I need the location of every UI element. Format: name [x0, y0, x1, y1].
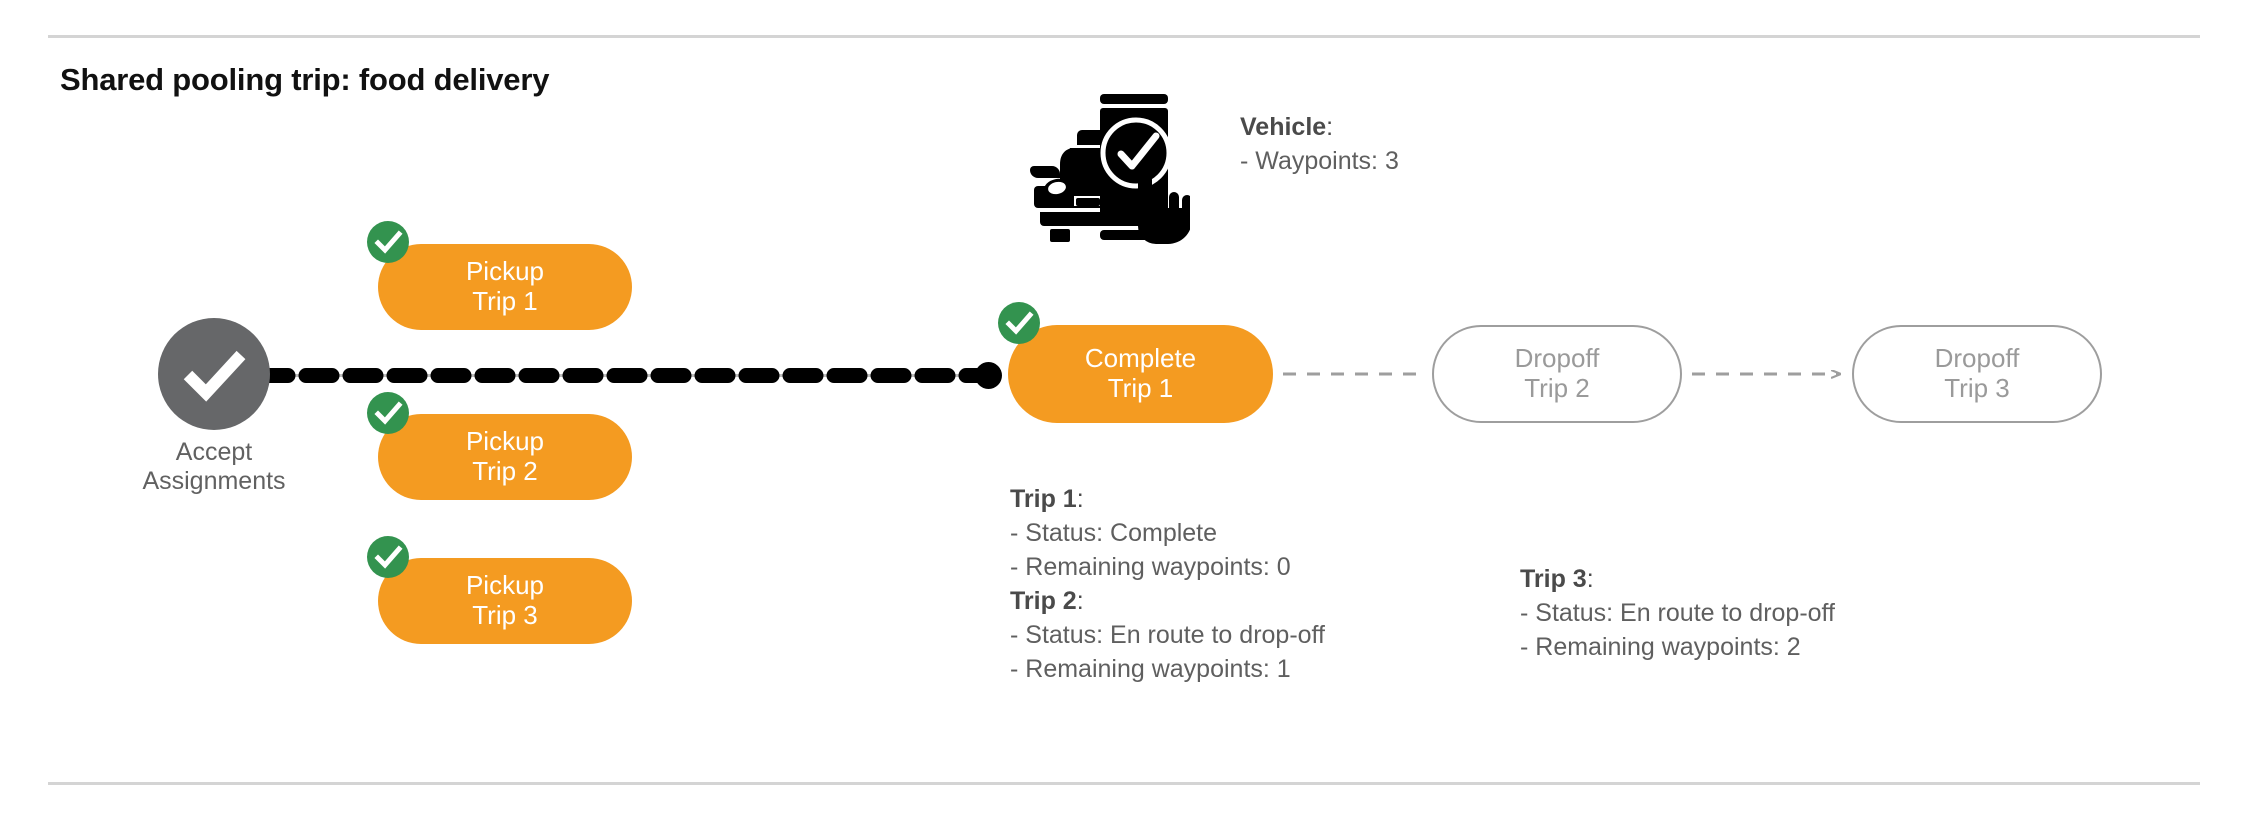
dropoff-trip-3-node[interactable]: Dropoff Trip 3 — [1852, 325, 2102, 423]
trip-2-heading: Trip 2: — [1010, 584, 1325, 618]
check-badge-pickup-3-icon — [367, 536, 409, 578]
trip-3-waypoints-line: - Remaining waypoints: 2 — [1520, 633, 1801, 661]
top-divider — [48, 35, 2200, 38]
trip-1-status-line: - Status: Complete — [1010, 519, 1218, 547]
bottom-divider — [48, 782, 2200, 785]
check-circle-icon — [158, 318, 270, 430]
trip-1-heading-colon: : — [1076, 485, 1084, 513]
trip-3-status-line: - Status: En route to drop-off — [1520, 599, 1835, 627]
complete-trip-1-line1: Complete — [1084, 343, 1197, 374]
pickup-trip-3-node[interactable]: Pickup Trip 3 — [378, 558, 632, 644]
dropoff-trip-2-line1: Dropoff — [1514, 343, 1600, 374]
trip-1-waypoints-line: - Remaining waypoints: 0 — [1010, 553, 1291, 581]
vehicle-waypoints-line: - Waypoints: 3 — [1240, 147, 1399, 175]
dropoff-trip-3-line2: Trip 3 — [1944, 373, 2010, 403]
dropoff-trip-2-node[interactable]: Dropoff Trip 2 — [1432, 325, 1682, 423]
pickup-trip-3-line1: Pickup — [465, 570, 545, 601]
accept-label-line2: Assignments — [142, 466, 286, 495]
pickup-trip-2-line2: Trip 2 — [472, 456, 538, 486]
pickup-trip-1-node[interactable]: Pickup Trip 1 — [378, 244, 632, 330]
trip-3-heading: Trip 3: — [1520, 562, 1835, 596]
vehicle-info-block: Vehicle: - Waypoints: 3 — [1240, 110, 1399, 178]
dropoff-trip-2-line2: Trip 2 — [1524, 373, 1590, 403]
trip-3-heading-text: Trip 3 — [1520, 565, 1587, 593]
trip-1-heading-text: Trip 1 — [1010, 485, 1077, 513]
vehicle-info-heading: Vehicle: — [1240, 110, 1399, 144]
dropoff-trip-3-line1: Dropoff — [1934, 343, 2020, 374]
check-badge-pickup-2-icon — [367, 392, 409, 434]
pickup-trip-1-line1: Pickup — [465, 256, 545, 287]
complete-trip-1-line2: Trip 1 — [1107, 373, 1174, 403]
pickup-trip-2-line1: Pickup — [465, 426, 545, 457]
pickup-trip-2-node[interactable]: Pickup Trip 2 — [378, 414, 632, 500]
check-badge-complete-1-icon — [998, 302, 1040, 344]
vehicle-heading-colon: : — [1326, 113, 1334, 141]
accept-assignments-node[interactable]: Accept Assignments — [142, 318, 286, 495]
car-phone-check-icon — [1030, 86, 1190, 244]
trip-2-status-line: - Status: En route to drop-off — [1010, 621, 1325, 649]
trip-2-waypoints-line: - Remaining waypoints: 1 — [1010, 655, 1291, 683]
vehicle-heading-text: Vehicle — [1240, 113, 1327, 141]
accept-assignments-label: Accept Assignments — [106, 438, 322, 495]
trip-2-heading-colon: : — [1076, 587, 1084, 615]
accept-label-line1: Accept — [175, 438, 253, 466]
page-title: Shared pooling trip: food delivery — [60, 62, 550, 97]
trip-3-heading-colon: : — [1586, 565, 1594, 593]
complete-trip-1-node[interactable]: Complete Trip 1 — [1008, 325, 1273, 423]
trip-details-right-block: Trip 3: - Status: En route to drop-off -… — [1520, 562, 1835, 664]
trip-1-heading: Trip 1: — [1010, 482, 1325, 516]
pickup-trip-3-line2: Trip 3 — [472, 600, 538, 630]
trip-2-heading-text: Trip 2 — [1010, 587, 1077, 615]
trip-details-left-block: Trip 1: - Status: Complete - Remaining w… — [1010, 482, 1325, 686]
check-badge-pickup-1-icon — [367, 221, 409, 263]
route-terminal-dot — [975, 362, 1002, 389]
pickup-trip-1-line2: Trip 1 — [472, 286, 538, 316]
